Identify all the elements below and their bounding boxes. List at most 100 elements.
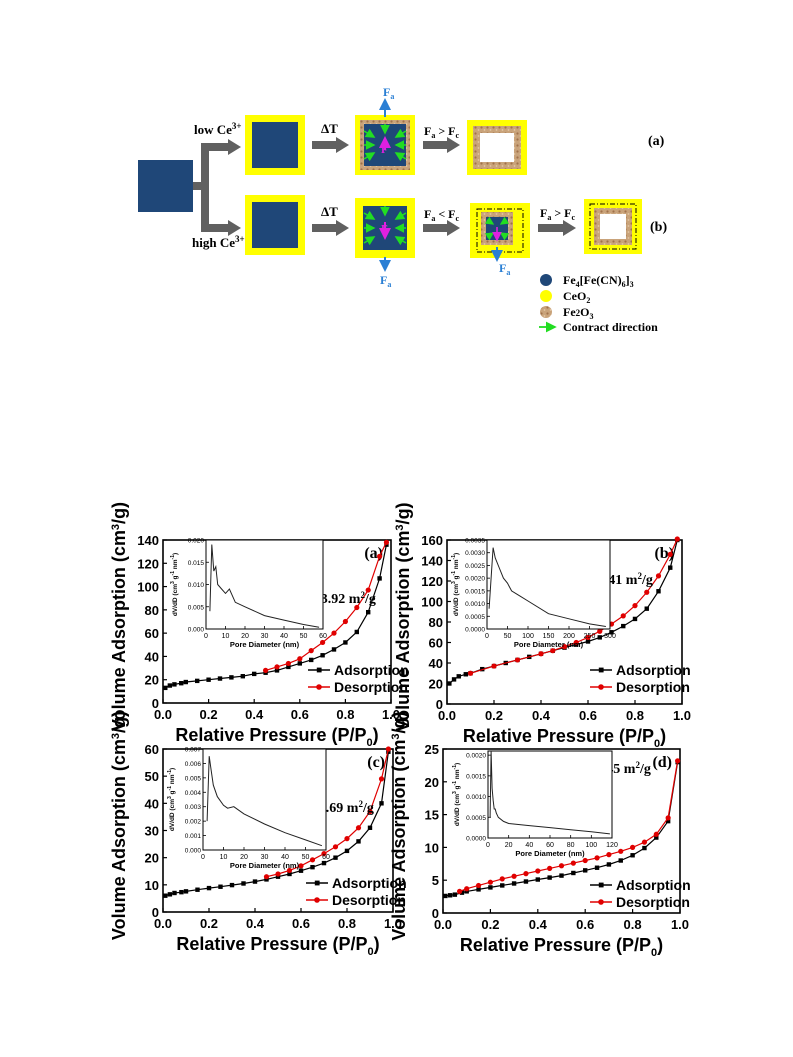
desorption-point <box>385 746 391 752</box>
series-line-adsorption <box>165 544 387 689</box>
legend-item-contract: Contract direction <box>563 320 658 334</box>
desorption-point <box>675 758 681 764</box>
schematic-diagram: low Ce3+ high Ce3+ ΔT F Fa Fa > Fc (a) Δ… <box>138 85 667 334</box>
gray-arrow <box>423 137 460 153</box>
desorption-point <box>487 879 493 885</box>
adsorption-point <box>367 825 373 830</box>
inset-curve <box>488 547 606 627</box>
inset-x-tick-label: 10 <box>220 854 228 861</box>
desorption-point <box>286 867 293 874</box>
series-line-desorption <box>265 542 387 671</box>
y-tick-label: 100 <box>421 595 443 610</box>
desorption-point <box>309 857 316 863</box>
inset-y-tick-label: 0.0025 <box>465 563 485 570</box>
inset-y-tick-label: 0.010 <box>188 582 205 589</box>
inset-x-tick-label: 300 <box>604 633 616 640</box>
legend-marker <box>314 897 320 903</box>
y-tick-label: 60 <box>429 636 443 651</box>
desorption-point <box>378 776 385 782</box>
adsorption-point <box>241 881 246 886</box>
adsorption-point <box>463 672 468 677</box>
inset-x-tick-label: 100 <box>585 842 597 849</box>
fa-gt-fc-label-a: Fa > Fc <box>424 124 460 140</box>
adsorption-point <box>167 683 173 688</box>
adsorption-point <box>309 657 314 663</box>
y-tick-label: 20 <box>425 775 439 790</box>
inset-x-tick-label: 250 <box>584 633 596 640</box>
x-axis-label: Relative Pressure (P/P0) <box>460 935 663 959</box>
inset-x-label: Pore Diameter (nm) <box>514 640 584 649</box>
desorption-point <box>641 839 648 845</box>
adsorption-point <box>456 674 461 679</box>
series-line-adsorption <box>445 762 679 897</box>
inset-y-tick-label: 0.003 <box>185 804 202 811</box>
adsorption-point <box>183 679 188 685</box>
panel-label: (d) <box>652 754 672 771</box>
x-tick-label: 0.0 <box>154 916 172 931</box>
x-tick-label: 0.0 <box>434 917 452 932</box>
desorption-point <box>558 863 565 869</box>
fa-label-small: Fa <box>499 261 510 277</box>
x-tick-label: 0.8 <box>624 917 642 932</box>
y-tick-label: 40 <box>145 796 159 811</box>
series-line-adsorption <box>165 751 389 897</box>
inset-x-tick-label: 30 <box>261 854 269 861</box>
desorption-point <box>511 873 517 879</box>
adsorption-point <box>287 871 292 877</box>
desorption-point <box>585 634 591 640</box>
y-tick-label: 0 <box>432 906 439 921</box>
inset-x-tick-label: 80 <box>567 842 575 849</box>
row-a-label: (a) <box>648 134 665 149</box>
panel-label: (a) <box>364 545 383 562</box>
adsorption-point <box>298 868 304 873</box>
adsorption-point <box>263 670 268 675</box>
inset-y-tick-label: 0.0000 <box>466 836 486 843</box>
desorption-point <box>618 848 624 854</box>
adsorption-point <box>320 653 325 658</box>
adsorption-point <box>297 661 302 666</box>
legend-marker <box>314 880 320 886</box>
x-axis-label: Relative Pressure (P/P0) <box>175 725 378 749</box>
desorption-point <box>550 648 556 654</box>
desorption-point <box>475 882 482 889</box>
adsorption-point <box>217 676 223 681</box>
adsorption-point <box>172 682 177 687</box>
y-tick-label: 160 <box>421 533 443 548</box>
inset-y-tick-label: 0.015 <box>188 560 205 567</box>
desorption-point <box>355 825 362 831</box>
legend-item-ceo2: CeO2 <box>563 289 590 305</box>
desorption-point <box>632 603 638 609</box>
adsorption-point <box>559 873 564 878</box>
adsorption-point <box>167 892 173 897</box>
inset-y-tick-label: 0.002 <box>185 819 202 826</box>
y-tick-label: 100 <box>137 580 159 595</box>
x-tick-label: 0.4 <box>532 708 551 723</box>
panel-label: (b) <box>654 545 674 562</box>
adsorption-point <box>344 848 350 854</box>
schematic-legend: Fe4[Fe(CN)6]3 CeO2 Fe2O3 Contract direct… <box>539 273 658 334</box>
desorption-point <box>321 850 327 857</box>
gray-arrow <box>312 220 349 236</box>
legend-marker <box>316 667 322 673</box>
adsorption-point <box>609 630 614 635</box>
inset-y-tick-label: 0.000 <box>188 627 205 634</box>
adsorption-point <box>264 877 269 882</box>
inset-x-tick-label: 60 <box>546 842 554 849</box>
inset-x-tick-label: 120 <box>606 842 618 849</box>
inset-x-tick-label: 60 <box>319 633 327 640</box>
adsorption-point <box>443 893 448 899</box>
desorption-point <box>467 670 474 676</box>
adsorption-point <box>523 879 529 884</box>
legend-label: Desorption <box>616 894 690 910</box>
y-tick-label: 40 <box>145 649 159 664</box>
inset-x-tick-label: 40 <box>281 854 289 861</box>
x-tick-label: 1.0 <box>671 917 689 932</box>
y-tick-label: 20 <box>145 673 159 688</box>
adsorption-point <box>286 664 291 670</box>
adsorption-point <box>356 839 361 844</box>
x-tick-label: 0.0 <box>438 708 456 723</box>
high-ce-label: high Ce3+ <box>192 234 245 250</box>
adsorption-point <box>571 870 576 876</box>
